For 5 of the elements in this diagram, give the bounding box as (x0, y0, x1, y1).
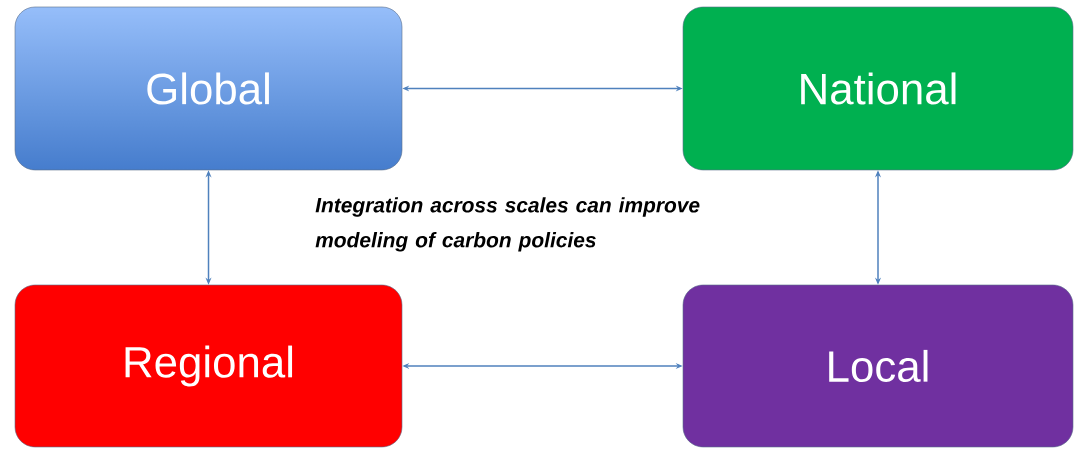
scale-box: Regional (14, 284, 403, 448)
scale-box: Global (14, 6, 403, 171)
caption-text: Integration across scales can improve modeling of carbon policies (315, 197, 700, 252)
scale-box: National (682, 6, 1074, 171)
scale-box: Local (682, 284, 1074, 448)
